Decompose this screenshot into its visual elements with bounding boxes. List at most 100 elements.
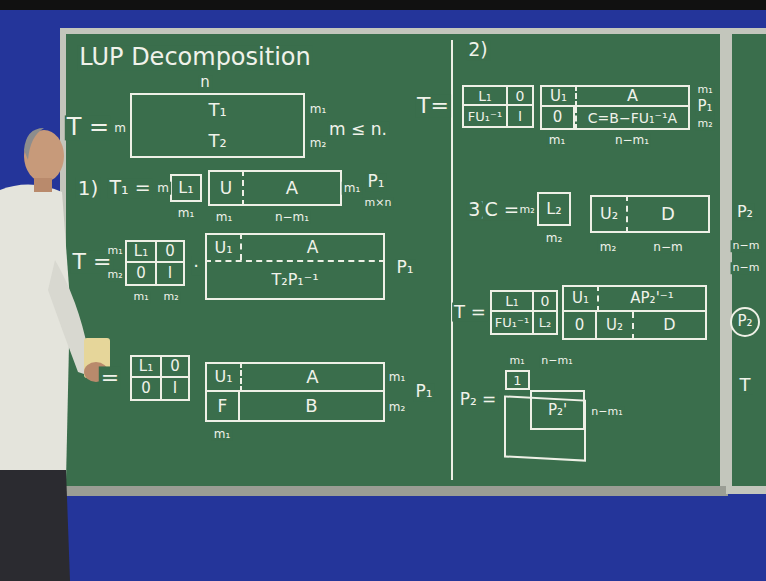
matrix-block: FU₁⁻¹ (462, 106, 508, 128)
board-label: m₂ (598, 241, 619, 254)
board-label: m (155, 182, 171, 195)
matrix-entry: 0 (553, 110, 563, 125)
matrix-entry: A (627, 88, 638, 104)
matrix-block: U₁ (205, 362, 240, 392)
matrix-block: 0 (562, 312, 597, 340)
matrix-entry: A (307, 239, 319, 256)
board-label: T (738, 376, 753, 395)
board-label: m₁ (105, 245, 124, 257)
matrix-block: B (240, 392, 385, 422)
matrix-entry: L₁ (139, 359, 153, 374)
board-label: P₂ (735, 314, 754, 330)
board-label: m₂ (544, 232, 565, 245)
board-label: T₁ = (107, 178, 152, 198)
board-label: m₂ (695, 118, 714, 130)
matrix-entry: I (173, 381, 177, 396)
matrix-entry: AP₂'⁻¹ (630, 291, 673, 306)
board-label: m₁ (308, 103, 329, 116)
matrix-block: A (240, 362, 385, 392)
matrix-entry: U₁ (572, 291, 589, 306)
board-label: n−m₁ (613, 134, 651, 147)
matrix-block: T₁ (130, 93, 305, 125)
board-label: m₂ (308, 137, 329, 150)
matrix-entry: L₂ (539, 316, 551, 329)
board-label: C = (482, 200, 521, 220)
matrix-block: 0 (157, 240, 185, 263)
board-label: n−m (731, 262, 762, 274)
matrix-block: U₁ (205, 233, 240, 260)
matrix-entry: 0 (170, 359, 180, 374)
matrix-entry: T₁ (208, 101, 226, 119)
matrix-block: 0 (540, 107, 575, 130)
matrix-entry: P₂' (548, 403, 567, 418)
board-label: = (99, 366, 121, 389)
matrix-entry: D (661, 205, 675, 223)
board-label: m₂ (161, 291, 180, 303)
board-label: P₂ (735, 204, 755, 221)
matrix-entry: L₁ (478, 89, 491, 103)
board-label: m×n (363, 197, 394, 209)
board-label: n (198, 75, 212, 91)
board-label: T = (65, 115, 111, 140)
board-label: P₁ (413, 383, 434, 401)
matrix-entry: U₂ (600, 206, 618, 222)
matrix-entry: U (220, 180, 232, 197)
matrix-block: U (208, 170, 242, 206)
matrix-block: U₁ (562, 285, 597, 312)
matrix-block: F (205, 392, 240, 422)
matrix-entry: T₂ (208, 132, 226, 150)
board-label: T= (415, 94, 451, 117)
matrix-block: L₁ (170, 174, 202, 202)
matrix-block: U₂ (597, 312, 632, 340)
board-label: m₁ (695, 84, 714, 96)
matrix-block: 0 (162, 355, 190, 378)
matrix-block: I (162, 378, 190, 401)
matrix-entry: I (168, 266, 172, 281)
matrix-entry: 0 (575, 318, 585, 333)
matrix-entry: FU₁⁻¹ (495, 316, 529, 329)
matrix-entry: U₁ (214, 369, 232, 385)
matrix-block: L₁ (490, 290, 534, 312)
matrix-block: 1 (505, 370, 530, 390)
board-label: P₁ (365, 173, 386, 191)
board-label: n−m₁ (589, 406, 624, 418)
board-label: m₂ (387, 401, 408, 414)
matrix-block: AP₂'⁻¹ (597, 285, 707, 312)
matrix-block: U₂ (590, 195, 626, 233)
matrix-block: U₁ (540, 85, 575, 107)
board-label: n−m₁ (539, 355, 574, 367)
matrix-entry: F (218, 398, 228, 415)
matrix-block: D (626, 195, 710, 233)
board-label: 2) (466, 40, 490, 60)
lecturer (0, 128, 110, 581)
board-label: m₁ (212, 428, 233, 441)
board-label: P₁ (394, 259, 415, 277)
matrix-block: L₁ (125, 240, 157, 263)
matrix-block: T₂P₁⁻¹ (205, 260, 385, 300)
matrix-entry: FU₁⁻¹ (468, 110, 502, 123)
divider-line (451, 40, 453, 480)
board-label: m₁ (547, 134, 568, 147)
matrix-block: L₁ (130, 355, 162, 378)
board-label: m (112, 122, 128, 135)
matrix-entry: U₁ (550, 89, 567, 104)
board-label: P₂ = (458, 391, 499, 409)
board-frame (60, 28, 726, 494)
board-label: · (191, 257, 201, 276)
matrix-block: 0 (125, 263, 157, 286)
matrix-entry: I (518, 109, 522, 123)
board-label: 1) (76, 178, 101, 199)
matrix-entry: L₁ (505, 294, 518, 308)
matrix-block: 0 (508, 85, 534, 106)
matrix-block: L₁ (462, 85, 508, 106)
top-strip (0, 0, 766, 10)
neck (34, 178, 52, 192)
matrix-entry: C=B−FU₁⁻¹A (588, 111, 677, 125)
matrix-block: T₂ (130, 125, 305, 158)
chalk-tray (58, 486, 728, 496)
chalkboard (66, 34, 720, 486)
board-label: n−m (731, 240, 762, 252)
matrix-entry: 1 (513, 374, 521, 387)
matrix-block: L₂ (534, 312, 558, 335)
shirt (0, 184, 70, 480)
